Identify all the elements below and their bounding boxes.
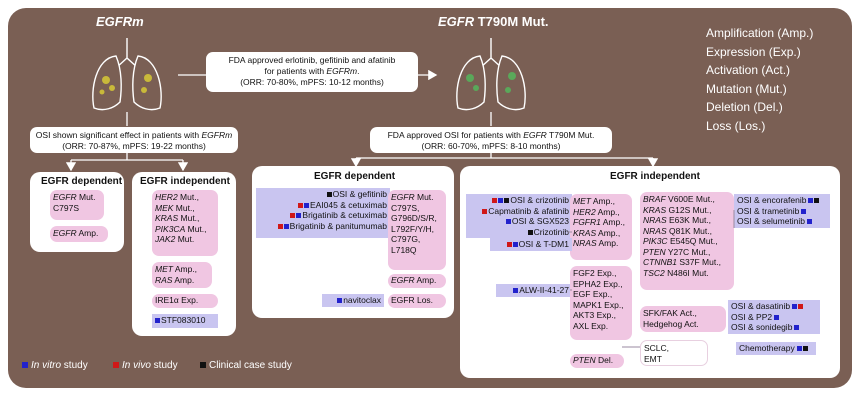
egfr-loss-box: EGFR Los. [388, 294, 446, 308]
abbrev-item: Activation (Act.) [706, 63, 791, 77]
fda1-line1: FDA approved erlotinib, gefitinib and af… [228, 55, 396, 65]
alw-drug: ALW-II-41-27 [496, 284, 572, 297]
egfr-mut-box: EGFR Mut. C797S [50, 190, 104, 220]
tumor-left-icon [99, 74, 152, 95]
mapk-drug-list: OSI & encorafenib OSI & trametinib OSI &… [734, 194, 830, 228]
met-drug-list: OSI & crizotinib Capmatinib & afatinib O… [466, 194, 572, 238]
amp-box: MET Amp., HER2 Amp., FGFR1 Amp., KRAS Am… [570, 194, 632, 260]
osi-effect-line1: OSI shown significant effect in patients… [35, 130, 233, 140]
egfrm-dependent-card: EGFR dependent EGFR Mut. C797S EGFR Amp. [30, 172, 124, 252]
title-egfrm: EGFRm [96, 14, 144, 29]
egfr-mutation-box: EGFR Mut. C797S, G796D/S/R, L792F/Y/H, C… [388, 190, 446, 270]
fda-approval-box: FDA approved erlotinib, gefitinib and af… [206, 52, 418, 92]
fda1-line2: for patients with EGFRm. [264, 66, 360, 76]
egfr-amp-box: EGFR Amp. [50, 226, 108, 242]
lungs-left-icon [92, 38, 162, 111]
osi-effect-line2: (ORR: 70-87%, mPFS: 19-22 months) [62, 141, 206, 151]
legend-in-vitro: In vitro study [22, 360, 88, 371]
egfrm-independent-card: EGFR independent HER2 Mut., MEK Mut., KR… [132, 172, 236, 336]
pten-del-box: PTEN Del. [570, 354, 624, 368]
osi-effect-box: OSI shown significant effect in patients… [30, 127, 238, 153]
t790m-dependent-card: EGFR dependent OSI & gefitinib EAI045 & … [252, 166, 454, 318]
dependent-drug-list: OSI & gefitinib EAI045 & cetuximab Briga… [256, 188, 390, 238]
abbrev-item: Mutation (Mut.) [706, 81, 787, 96]
t790m-independent-card: EGFR independent OSI & crizotinib Capmat… [460, 166, 840, 378]
fda2-line1: FDA approved OSI for patients with EGFR … [387, 130, 595, 140]
navitoclax-drug: navitoclax [322, 294, 384, 307]
egfr-amp-box: EGFR Amp. [388, 274, 446, 288]
legend-clinical: Clinical case study [200, 360, 292, 371]
card-title: EGFR dependent [41, 176, 123, 187]
mutation-box: HER2 Mut., MEK Mut., KRAS Mut., PIK3CA M… [152, 190, 218, 256]
in-vitro-marker [155, 318, 160, 324]
activation-drug-list: OSI & dasatinib OSI & PP2 OSI & sonidegi… [728, 300, 820, 334]
card-title: EGFR independent [140, 176, 230, 187]
fda1-line3: (ORR: 70-80%, mPFS: 10-12 months) [240, 77, 384, 87]
fda-osi-box: FDA approved OSI for patients with EGFR … [370, 127, 612, 153]
activation-box: SFK/FAK Act., Hedgehog Act. [640, 306, 726, 332]
fda2-line2: (ORR: 60-70%, mPFS: 8-10 months) [421, 141, 561, 151]
lungs-right-icon [456, 38, 526, 111]
abbrev-item: Deletion (Del.) [706, 100, 783, 114]
legend-in-vivo: In vivo study [113, 360, 178, 371]
mutation-box: BRAF V600E Mut., KRAS G12S Mut., NRAS E6… [640, 192, 734, 290]
abbrev-item: Loss (Los.) [706, 118, 766, 133]
abbreviation-list: Amplification (Amp.) Expression (Exp.) A… [706, 24, 813, 135]
amp-box: MET Amp., RAS Amp. [152, 262, 212, 288]
abbrev-item: Amplification (Amp.) [706, 26, 814, 40]
tumor-right-icon [466, 72, 516, 93]
ire1a-box: IRE1α Exp. [152, 294, 218, 308]
title-t790m: EGFR T790M Mut. [438, 14, 549, 29]
expression-box: FGF2 Exp., EPHA2 Exp., EGF Exp., MAPK1 E… [570, 266, 632, 340]
card-title: EGFR dependent [314, 171, 396, 182]
abbrev-item: Expression (Exp.) [706, 44, 801, 59]
chemotherapy-drug: Chemotherapy [736, 342, 816, 355]
card-title: EGFR independent [610, 171, 700, 182]
stf083010-drug: STF083010 [152, 314, 218, 328]
tdm1-drug: OSI & T-DM1 [490, 238, 572, 251]
sclc-emt-box: SCLC, EMT [640, 340, 708, 366]
